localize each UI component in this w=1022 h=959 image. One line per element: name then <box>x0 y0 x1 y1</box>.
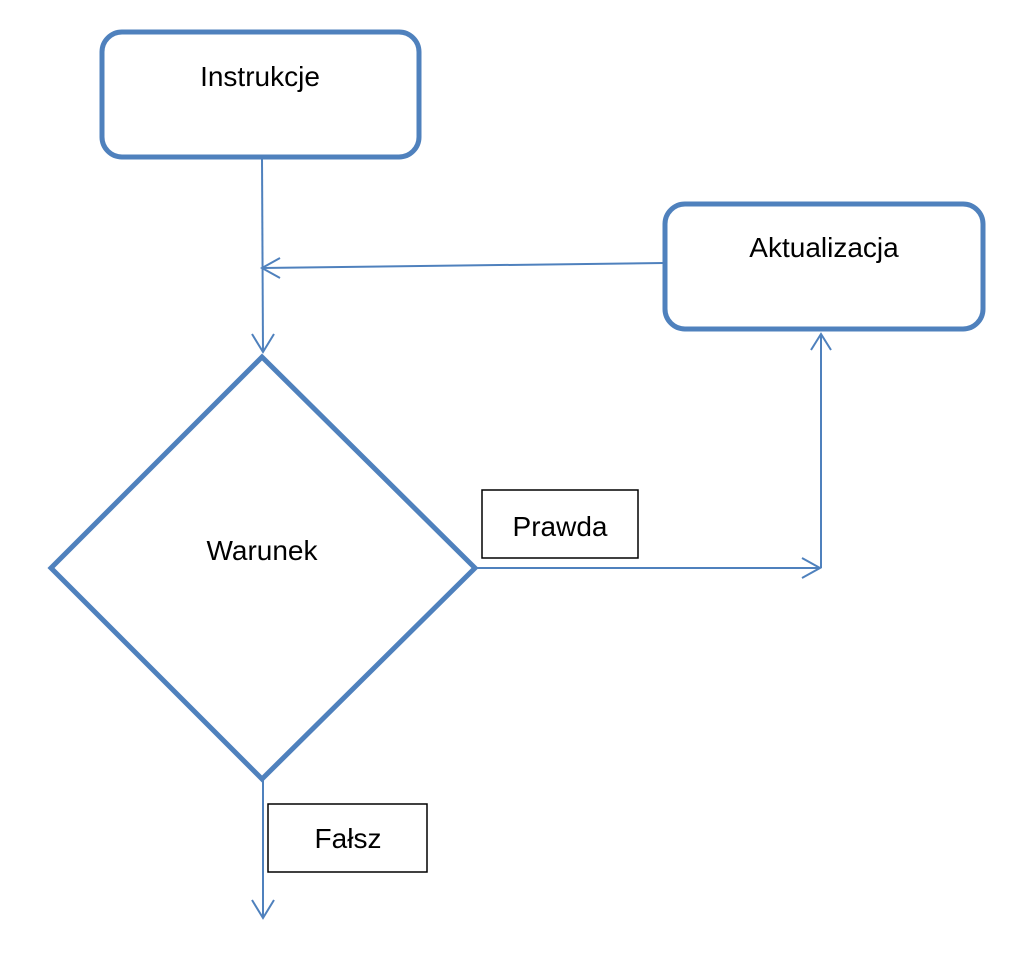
update-label: Aktualizacja <box>749 232 899 263</box>
arrowhead-up-icon <box>810 332 832 351</box>
arrowhead-down-false-icon <box>251 899 275 920</box>
connectors <box>251 157 832 920</box>
arrowhead-left-icon <box>259 257 281 279</box>
label-false-branch: Fałsz <box>267 803 428 873</box>
true-label-text: Prawda <box>513 511 608 542</box>
connector-update-to-main <box>261 262 665 269</box>
update-box <box>662 201 986 332</box>
instructions-label: Instrukcje <box>200 61 320 92</box>
false-label-box <box>267 803 428 873</box>
true-label-box <box>481 489 639 559</box>
condition-label: Warunek <box>206 535 318 566</box>
node-instructions: Instrukcje <box>99 29 422 160</box>
arrowhead-down-icon <box>251 333 275 354</box>
condition-diamond <box>47 353 479 783</box>
instructions-box <box>99 29 422 160</box>
node-update: Aktualizacja <box>662 201 986 332</box>
node-condition: Warunek <box>47 353 479 783</box>
label-true-branch: Prawda <box>481 489 639 559</box>
connector-instructions-to-condition <box>261 157 264 353</box>
false-label-text: Fałsz <box>315 823 382 854</box>
